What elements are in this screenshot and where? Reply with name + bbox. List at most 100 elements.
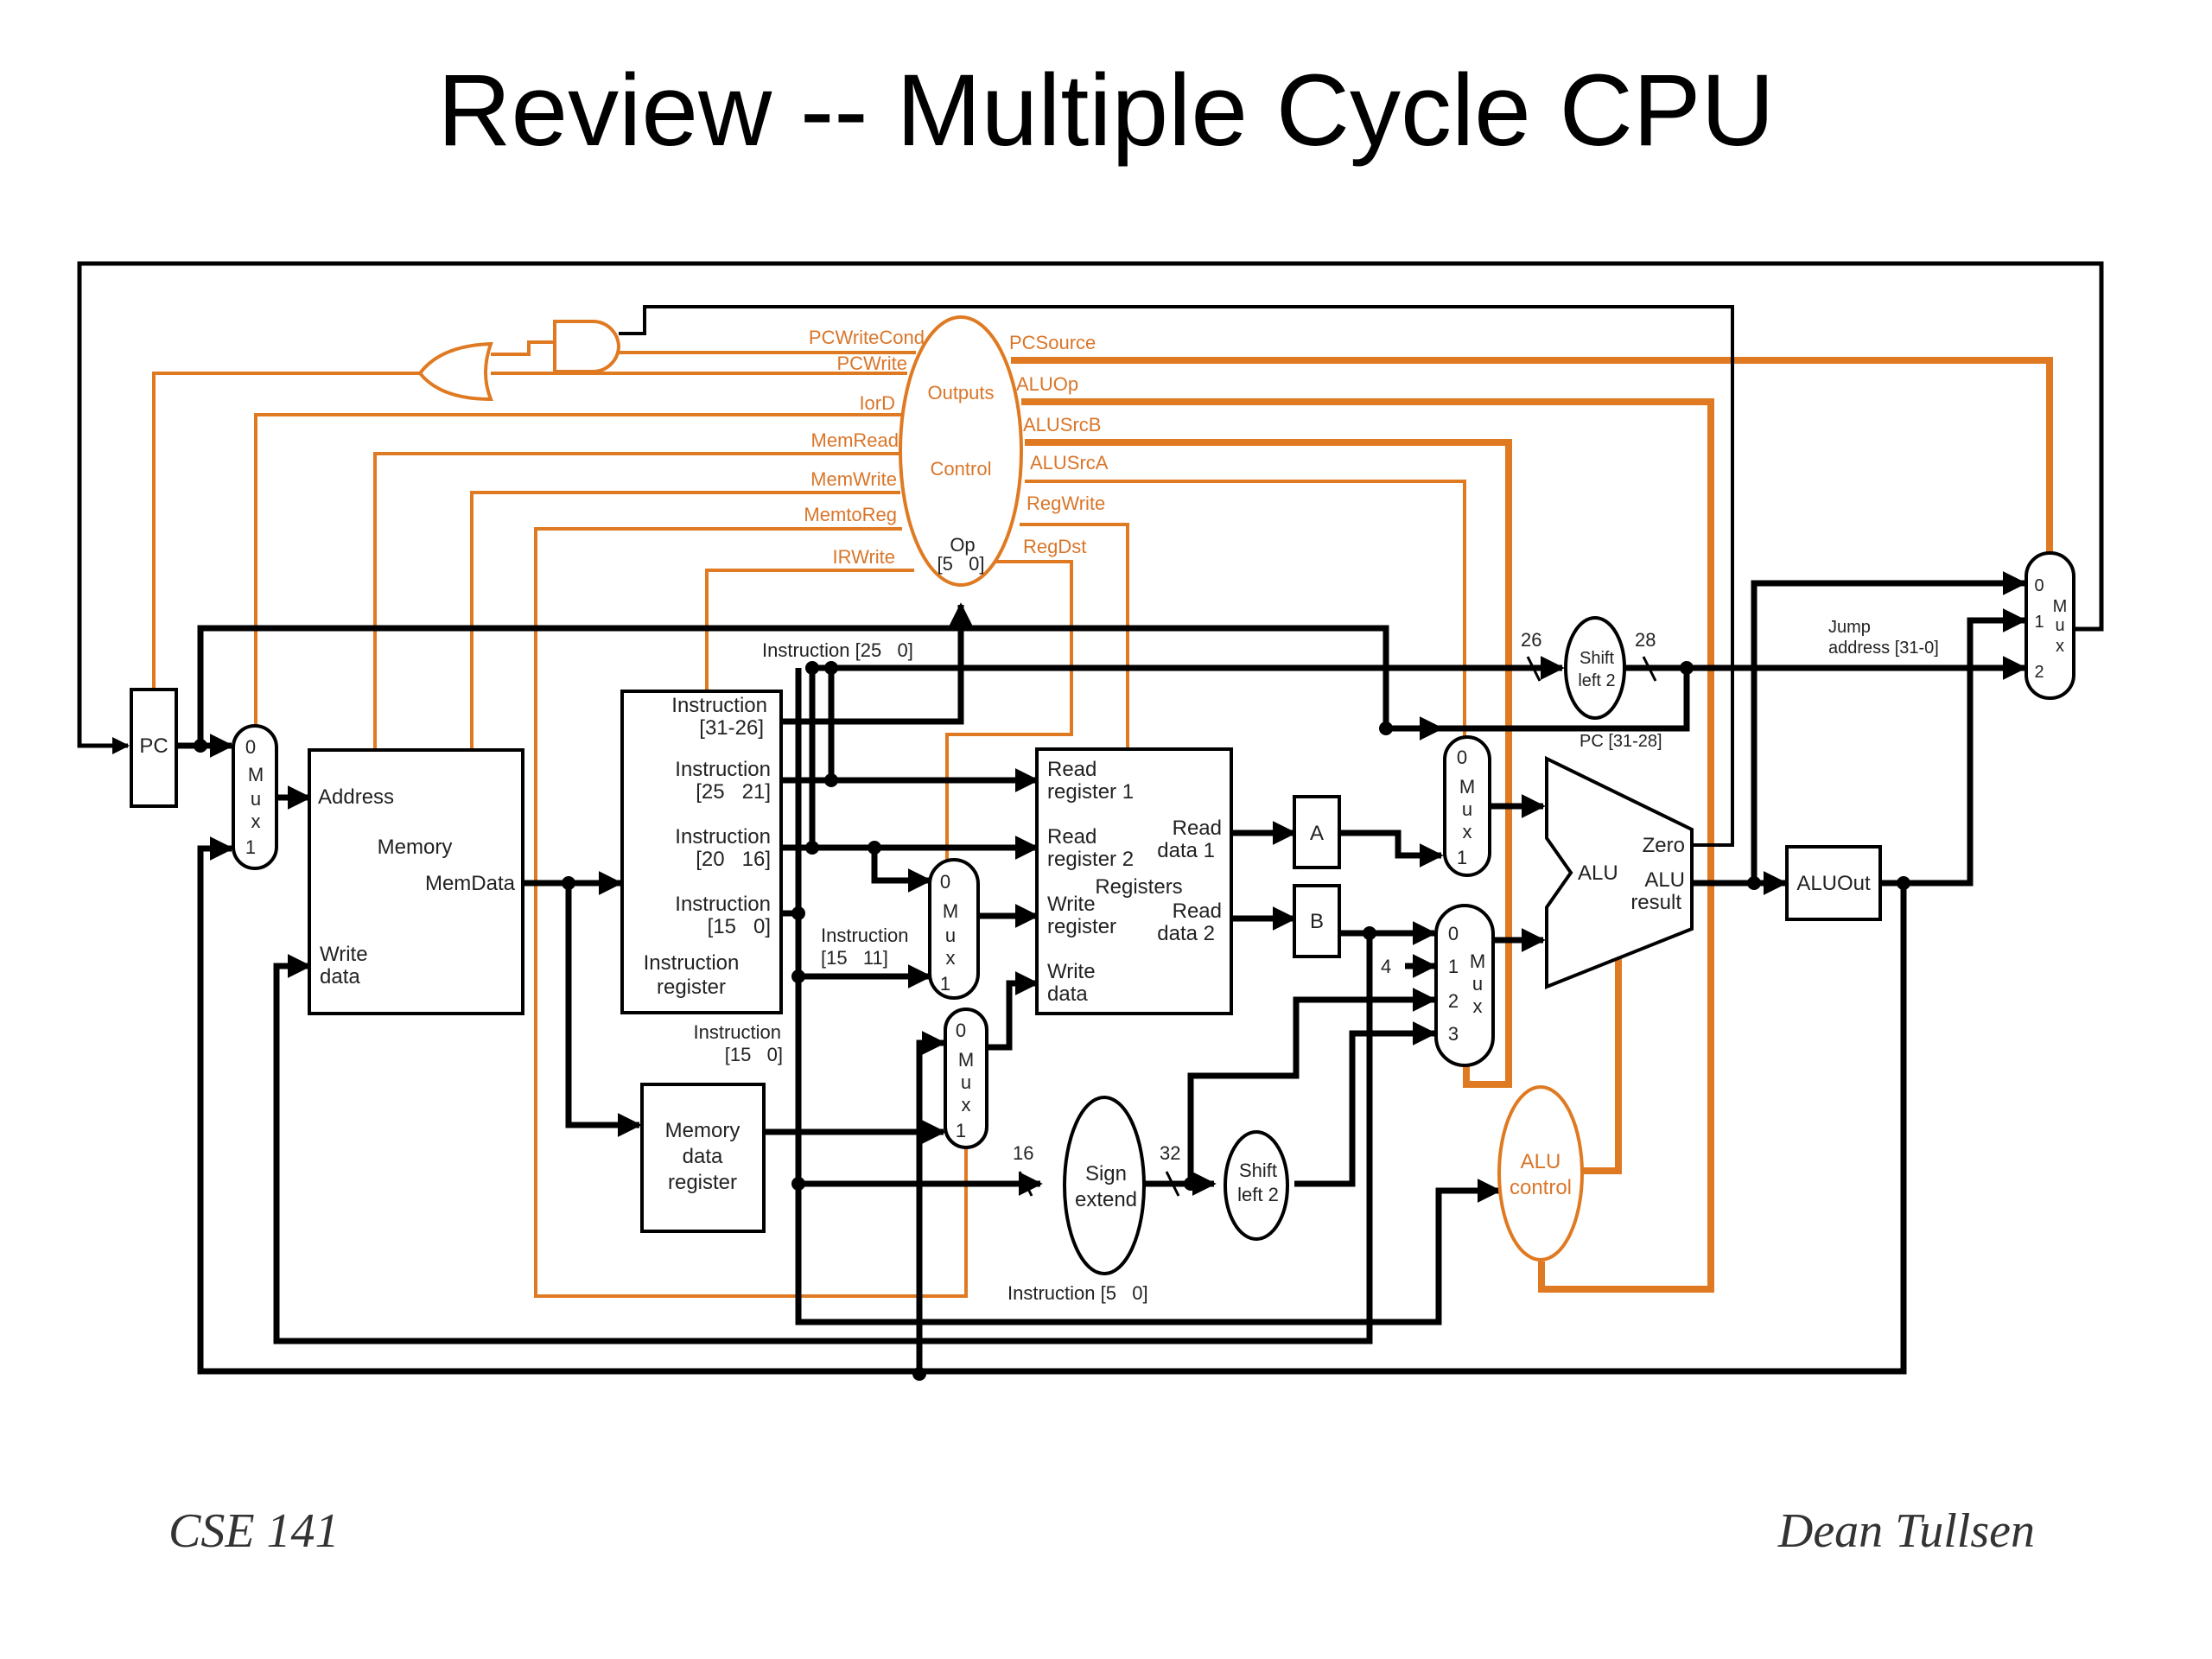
register-b bbox=[1293, 884, 1341, 958]
ir-field-20-16: Instruction bbox=[675, 825, 771, 849]
wire-pcsource bbox=[1011, 357, 2053, 553]
footer-author: Dean Tullsen bbox=[1777, 1504, 2035, 1558]
memory-data-register bbox=[640, 1083, 766, 1233]
signal-alusrca: ALUSrcA bbox=[1030, 452, 1109, 474]
wire-a-mux bbox=[1341, 830, 1444, 868]
wire-memwrite bbox=[470, 491, 900, 750]
signal-memread: MemRead bbox=[811, 429, 899, 451]
wire-alu-control-out bbox=[1578, 953, 1622, 1174]
mux-memtoreg-m: M bbox=[958, 1049, 974, 1071]
wire-memtoreg bbox=[534, 527, 968, 1298]
label-instr-25-0: Instruction [25 0] bbox=[762, 639, 913, 661]
mux-alusrcb-in0: 0 bbox=[1448, 923, 1459, 944]
wire-regdst bbox=[945, 560, 1073, 860]
label-instr-15-0-a: Instruction bbox=[694, 1021, 782, 1043]
sign-extend-label-1: Sign bbox=[1085, 1162, 1127, 1185]
wire-pc-31-28 bbox=[1386, 668, 1690, 732]
instruction-register bbox=[620, 690, 783, 1014]
control-outputs-label: Outputs bbox=[927, 382, 994, 404]
mux-memtoreg-u: u bbox=[961, 1071, 971, 1093]
label-bits-28: 28 bbox=[1635, 629, 1656, 651]
mux-iord-x: x bbox=[251, 810, 261, 832]
mux-alusrca-in1: 1 bbox=[1457, 847, 1467, 868]
register-file bbox=[1035, 747, 1233, 1015]
control-op-bits: [5 0] bbox=[937, 553, 984, 575]
junction-dots bbox=[194, 661, 1910, 1381]
signal-pcwritecond: PCWriteCond bbox=[809, 327, 925, 348]
wire-memdata-mdr bbox=[565, 883, 642, 1137]
datapath-wires bbox=[77, 261, 2104, 1375]
label-bits-26: 26 bbox=[1521, 629, 1541, 651]
mux-regdst-in0: 0 bbox=[940, 871, 950, 893]
wire-aluop bbox=[1021, 398, 1714, 1293]
mux-alusrcb-u: u bbox=[1472, 973, 1483, 995]
ir-field-15-0-bits: [15 0] bbox=[708, 915, 771, 938]
label-const-4: 4 bbox=[1381, 956, 1391, 977]
wire-sign-mux2 bbox=[1187, 988, 1437, 1184]
ir-field-20-16-bits: [20 16] bbox=[696, 848, 771, 871]
mux-memtoreg-x: x bbox=[962, 1094, 971, 1116]
wire-ir-20-16-mux bbox=[871, 848, 932, 893]
mux-iord-in0: 0 bbox=[245, 736, 256, 758]
ir-field-31-26-bits: [31-26] bbox=[699, 716, 764, 740]
shift-upper-label-2: left 2 bbox=[1578, 671, 1615, 690]
shift-upper-label-1: Shift bbox=[1580, 649, 1614, 668]
rf-read-data-2b: data 2 bbox=[1157, 922, 1215, 945]
label-instr-5-0: Instruction [5 0] bbox=[1007, 1282, 1148, 1304]
sign-extend-label-2: extend bbox=[1075, 1188, 1137, 1211]
ir-name-1: Instruction bbox=[644, 951, 740, 975]
pc-register bbox=[130, 688, 178, 808]
rf-write-data-b: data bbox=[1047, 982, 1088, 1006]
mux-alusrcb-in3: 3 bbox=[1448, 1023, 1459, 1045]
signal-regwrite: RegWrite bbox=[1027, 493, 1105, 514]
label-jump-b: address [31-0] bbox=[1828, 639, 1939, 658]
memory-name-label: Memory bbox=[378, 836, 453, 859]
mux-memtoreg-in0: 0 bbox=[956, 1020, 966, 1041]
signal-memtoreg: MemtoReg bbox=[804, 504, 897, 525]
signal-aluop: ALUOp bbox=[1016, 373, 1078, 395]
mux-regdst-m: M bbox=[943, 900, 958, 922]
ir-field-31-26: Instruction bbox=[671, 694, 767, 717]
wire-labels: Instruction [25 0] Instruction [15 11] I… bbox=[694, 618, 1939, 1304]
mux-pcsource-u: u bbox=[2055, 616, 2064, 635]
wire-alu-pcmux bbox=[1751, 571, 2027, 883]
alu-label: ALU bbox=[1578, 861, 1618, 885]
wire-shift-mux3 bbox=[1294, 1021, 1437, 1187]
label-pc-31-28: PC [31-28] bbox=[1580, 732, 1662, 751]
mux-memtoreg: 0 M u x 1 bbox=[944, 1007, 988, 1149]
label-instr-15-11-a: Instruction bbox=[821, 925, 909, 946]
wire-iord bbox=[254, 413, 907, 730]
wire-zero-to-and bbox=[619, 305, 1734, 847]
wire-irwrite bbox=[705, 569, 914, 691]
rf-write-reg-a: Write bbox=[1047, 893, 1096, 916]
mux-memtoreg-in1: 1 bbox=[956, 1120, 966, 1141]
signal-pcsource: PCSource bbox=[1009, 332, 1096, 353]
rf-read-reg-2a: Read bbox=[1047, 825, 1096, 849]
wire-alusrcb bbox=[1025, 439, 1512, 1088]
alu bbox=[1545, 755, 1694, 989]
alu-result-label-1: ALU bbox=[1644, 868, 1685, 892]
mux-regdst: 0 M u x 1 bbox=[928, 858, 980, 1000]
rf-name: Registers bbox=[1095, 875, 1182, 899]
alu-zero-label: Zero bbox=[1643, 834, 1685, 857]
rf-read-reg-2b: register 2 bbox=[1047, 848, 1134, 871]
memory-writedata-label-1: Write bbox=[320, 943, 368, 966]
mdr-label-1: Memory bbox=[665, 1119, 741, 1142]
mux-pcsource-in2: 2 bbox=[2034, 663, 2044, 682]
mux-alusrca-u: u bbox=[1462, 798, 1472, 820]
and-gate bbox=[553, 320, 621, 373]
mux-alusrcb-m: M bbox=[1470, 950, 1485, 972]
mux-pcsource-in1: 1 bbox=[2034, 613, 2044, 632]
wire-b-writedata bbox=[273, 933, 1373, 1344]
aluout-register bbox=[1785, 845, 1882, 921]
mux-alusrca-m: M bbox=[1459, 776, 1475, 798]
mdr-label-2: data bbox=[683, 1145, 723, 1168]
mux-alusrcb-in2: 2 bbox=[1448, 990, 1459, 1012]
bus-width-slashes bbox=[1018, 656, 1657, 1197]
rf-write-reg-b: register bbox=[1047, 915, 1116, 938]
alu-control bbox=[1497, 1085, 1584, 1262]
mux-iord: 0 M u x 1 bbox=[232, 724, 278, 870]
alu-result-label-2: result bbox=[1630, 891, 1681, 914]
rf-read-reg-1a: Read bbox=[1047, 758, 1096, 781]
